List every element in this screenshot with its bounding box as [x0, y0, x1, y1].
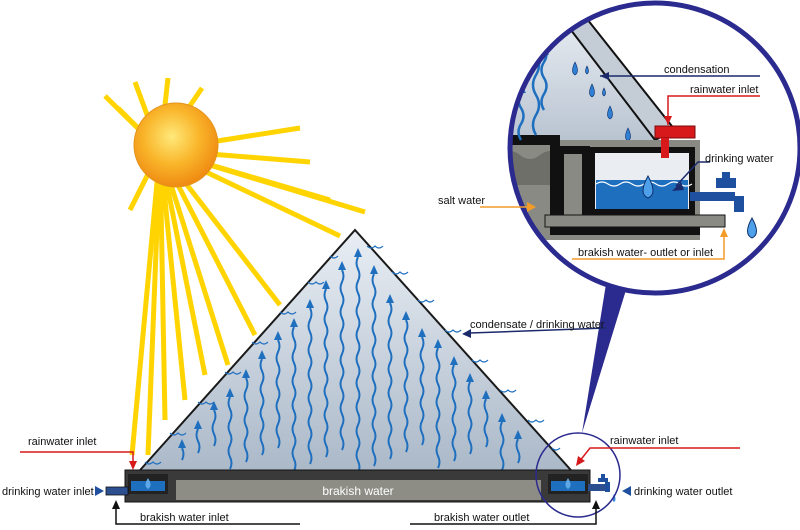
vapor-arrow	[355, 256, 361, 474]
zoom-lens-border	[507, 0, 800, 296]
vapor-arrow	[483, 398, 489, 448]
vapor-arrow	[259, 358, 265, 456]
vapor-arrowhead	[226, 388, 234, 397]
vapor-arrowhead	[338, 261, 346, 270]
vapor-arrow	[323, 288, 329, 458]
vapor-arrowhead	[498, 413, 506, 422]
vapor-arrow	[211, 409, 217, 447]
vapor-arrow	[227, 396, 233, 470]
vapor-arrowhead	[274, 331, 282, 340]
vapor-arrow	[499, 421, 505, 471]
vapor-arrowhead	[514, 430, 522, 439]
vapor-arrow	[403, 319, 409, 453]
label-drinking-water-inlet: drinking water inlet	[2, 486, 94, 498]
vapor-arrowhead	[210, 401, 218, 410]
left-droplet-icon	[145, 478, 151, 489]
brakish-water-label: brakish water	[322, 484, 393, 498]
label-rainwater-inlet-top: rainwater inlet	[690, 84, 758, 96]
vapor-arrowhead	[242, 369, 250, 378]
vapor-arrow	[339, 269, 345, 451]
label-condensate-drinking-water: condensate / drinking water	[470, 319, 605, 331]
label-drinking-water: drinking water	[705, 153, 774, 165]
vapor-arrowhead	[258, 350, 266, 359]
vapor-arrowhead	[386, 294, 394, 303]
vapor-arrow	[307, 307, 313, 465]
label-drinking-water-outlet: drinking water outlet	[634, 486, 732, 498]
vapor-arrowhead	[466, 373, 474, 382]
vapor-arrowhead	[194, 420, 202, 429]
label-arrowheads	[95, 72, 728, 509]
vapor-arrow	[435, 347, 441, 469]
vapor-arrowhead	[370, 265, 378, 274]
vapor-arrow	[467, 381, 473, 455]
vapor-arrow	[275, 339, 281, 449]
label-rainwater-inlet-right: rainwater inlet	[610, 435, 678, 447]
vapor-arrowhead	[418, 328, 426, 337]
left-inlet-pipe	[105, 486, 129, 496]
vapor-arrowhead	[306, 299, 314, 308]
vapor-arrow	[243, 377, 249, 463]
label-brakish-water-outlet: brakish water outlet	[434, 512, 529, 524]
zoom-connector	[582, 284, 626, 433]
vapor-arrowhead	[322, 280, 330, 289]
vapor-arrows	[178, 248, 522, 474]
brakish-water-basin	[176, 480, 541, 500]
sun	[133, 102, 219, 188]
vapor-arrowhead	[178, 439, 186, 448]
vapor-arrow	[195, 428, 201, 454]
right-tap-icon	[598, 474, 610, 492]
label-rainwater-inlet-left: rainwater inlet	[28, 436, 96, 448]
zoom-focus-circle	[535, 432, 621, 518]
vapor-arrow	[291, 326, 297, 472]
condensate-droplets	[144, 245, 561, 465]
vapor-arrowhead	[482, 390, 490, 399]
vapor-arrowhead	[290, 318, 298, 327]
vapor-arrowhead	[354, 248, 362, 257]
vapor-arrow	[387, 302, 393, 460]
vapor-arrow	[419, 336, 425, 446]
right-outlet-pipe	[588, 484, 606, 491]
label-salt-water: salt water	[438, 195, 485, 207]
label-condensation: condensation	[664, 64, 729, 76]
vapor-arrow	[371, 273, 377, 467]
label-brakish-water-inlet: brakish water inlet	[140, 512, 229, 524]
vapor-arrow	[515, 438, 521, 464]
vapor-arrow	[181, 447, 185, 461]
right-droplet-icon	[565, 478, 571, 489]
vapor-arrowhead	[450, 356, 458, 365]
vapor-arrowhead	[434, 339, 442, 348]
label-arrows	[20, 75, 760, 525]
vapor-arrow	[451, 364, 457, 462]
vapor-arrowhead	[402, 311, 410, 320]
label-brakish-outlet-or-inlet: brakish water- outlet or inlet	[578, 247, 713, 259]
